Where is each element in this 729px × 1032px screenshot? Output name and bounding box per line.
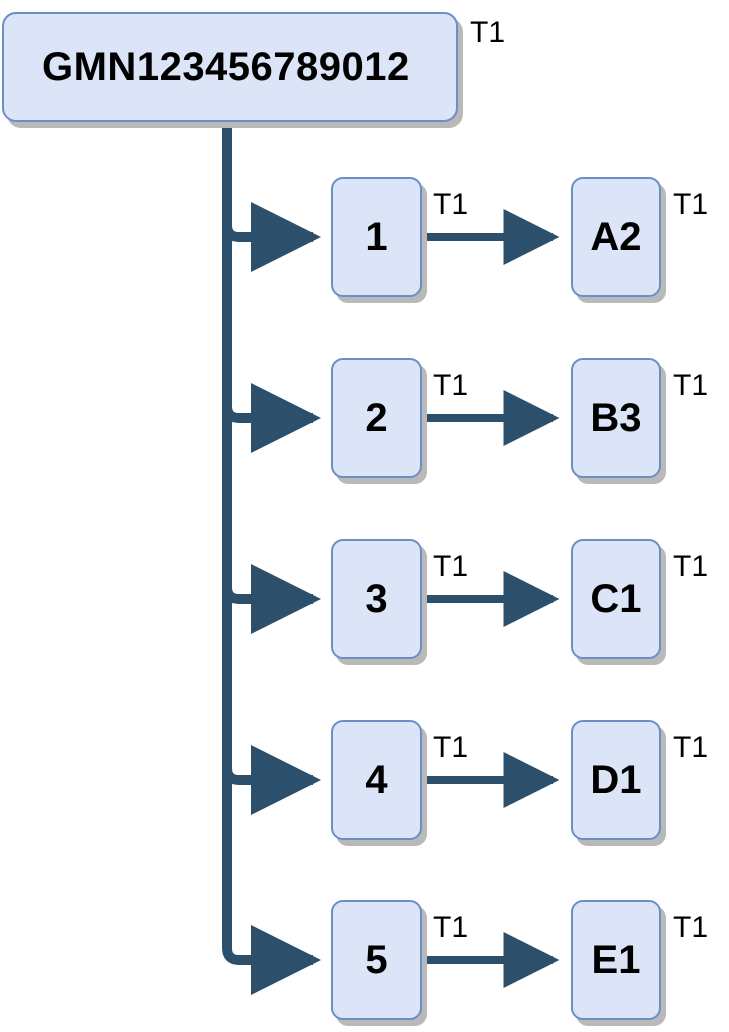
node-leaf-5[interactable]: E1	[571, 900, 661, 1020]
node-mid-1-label: 1	[365, 214, 388, 259]
tag-mid-1: T1	[433, 188, 469, 221]
tag-root: T1	[470, 16, 506, 49]
branch-arrow-2	[222, 383, 322, 453]
tag-mid-3: T1	[433, 550, 469, 583]
node-mid-2[interactable]: 2	[331, 358, 422, 478]
node-leaf-2[interactable]: B3	[571, 358, 661, 478]
tag-leaf-4: T1	[673, 731, 709, 764]
node-leaf-3[interactable]: C1	[571, 539, 661, 659]
node-leaf-5-label: E1	[591, 937, 641, 982]
branch-arrow-4	[222, 745, 322, 815]
node-leaf-3-label: C1	[590, 576, 642, 621]
branch-arrow-3	[222, 564, 322, 634]
node-leaf-1-label: A2	[590, 214, 642, 259]
node-root-label: GMN123456789012	[42, 44, 410, 89]
tag-leaf-5: T1	[673, 911, 709, 944]
tag-mid-5: T1	[433, 911, 469, 944]
branch-arrow-1	[222, 202, 322, 272]
node-leaf-4[interactable]: D1	[571, 720, 661, 840]
node-mid-4[interactable]: 4	[331, 720, 422, 840]
tag-mid-2: T1	[433, 369, 469, 402]
node-leaf-2-label: B3	[590, 395, 642, 440]
tag-leaf-1: T1	[673, 188, 709, 221]
node-mid-2-label: 2	[365, 395, 388, 440]
node-mid-5-label: 5	[365, 937, 388, 982]
trunk-line	[222, 120, 250, 965]
node-mid-4-label: 4	[365, 757, 388, 802]
node-mid-1[interactable]: 1	[331, 177, 422, 297]
node-mid-3[interactable]: 3	[331, 539, 422, 659]
node-mid-3-label: 3	[365, 576, 388, 621]
tag-leaf-2: T1	[673, 369, 709, 402]
node-leaf-4-label: D1	[590, 757, 642, 802]
node-mid-5[interactable]: 5	[331, 900, 422, 1020]
tag-leaf-3: T1	[673, 550, 709, 583]
node-leaf-1[interactable]: A2	[571, 177, 661, 297]
node-root[interactable]: GMN123456789012	[2, 12, 458, 122]
tag-mid-4: T1	[433, 731, 469, 764]
